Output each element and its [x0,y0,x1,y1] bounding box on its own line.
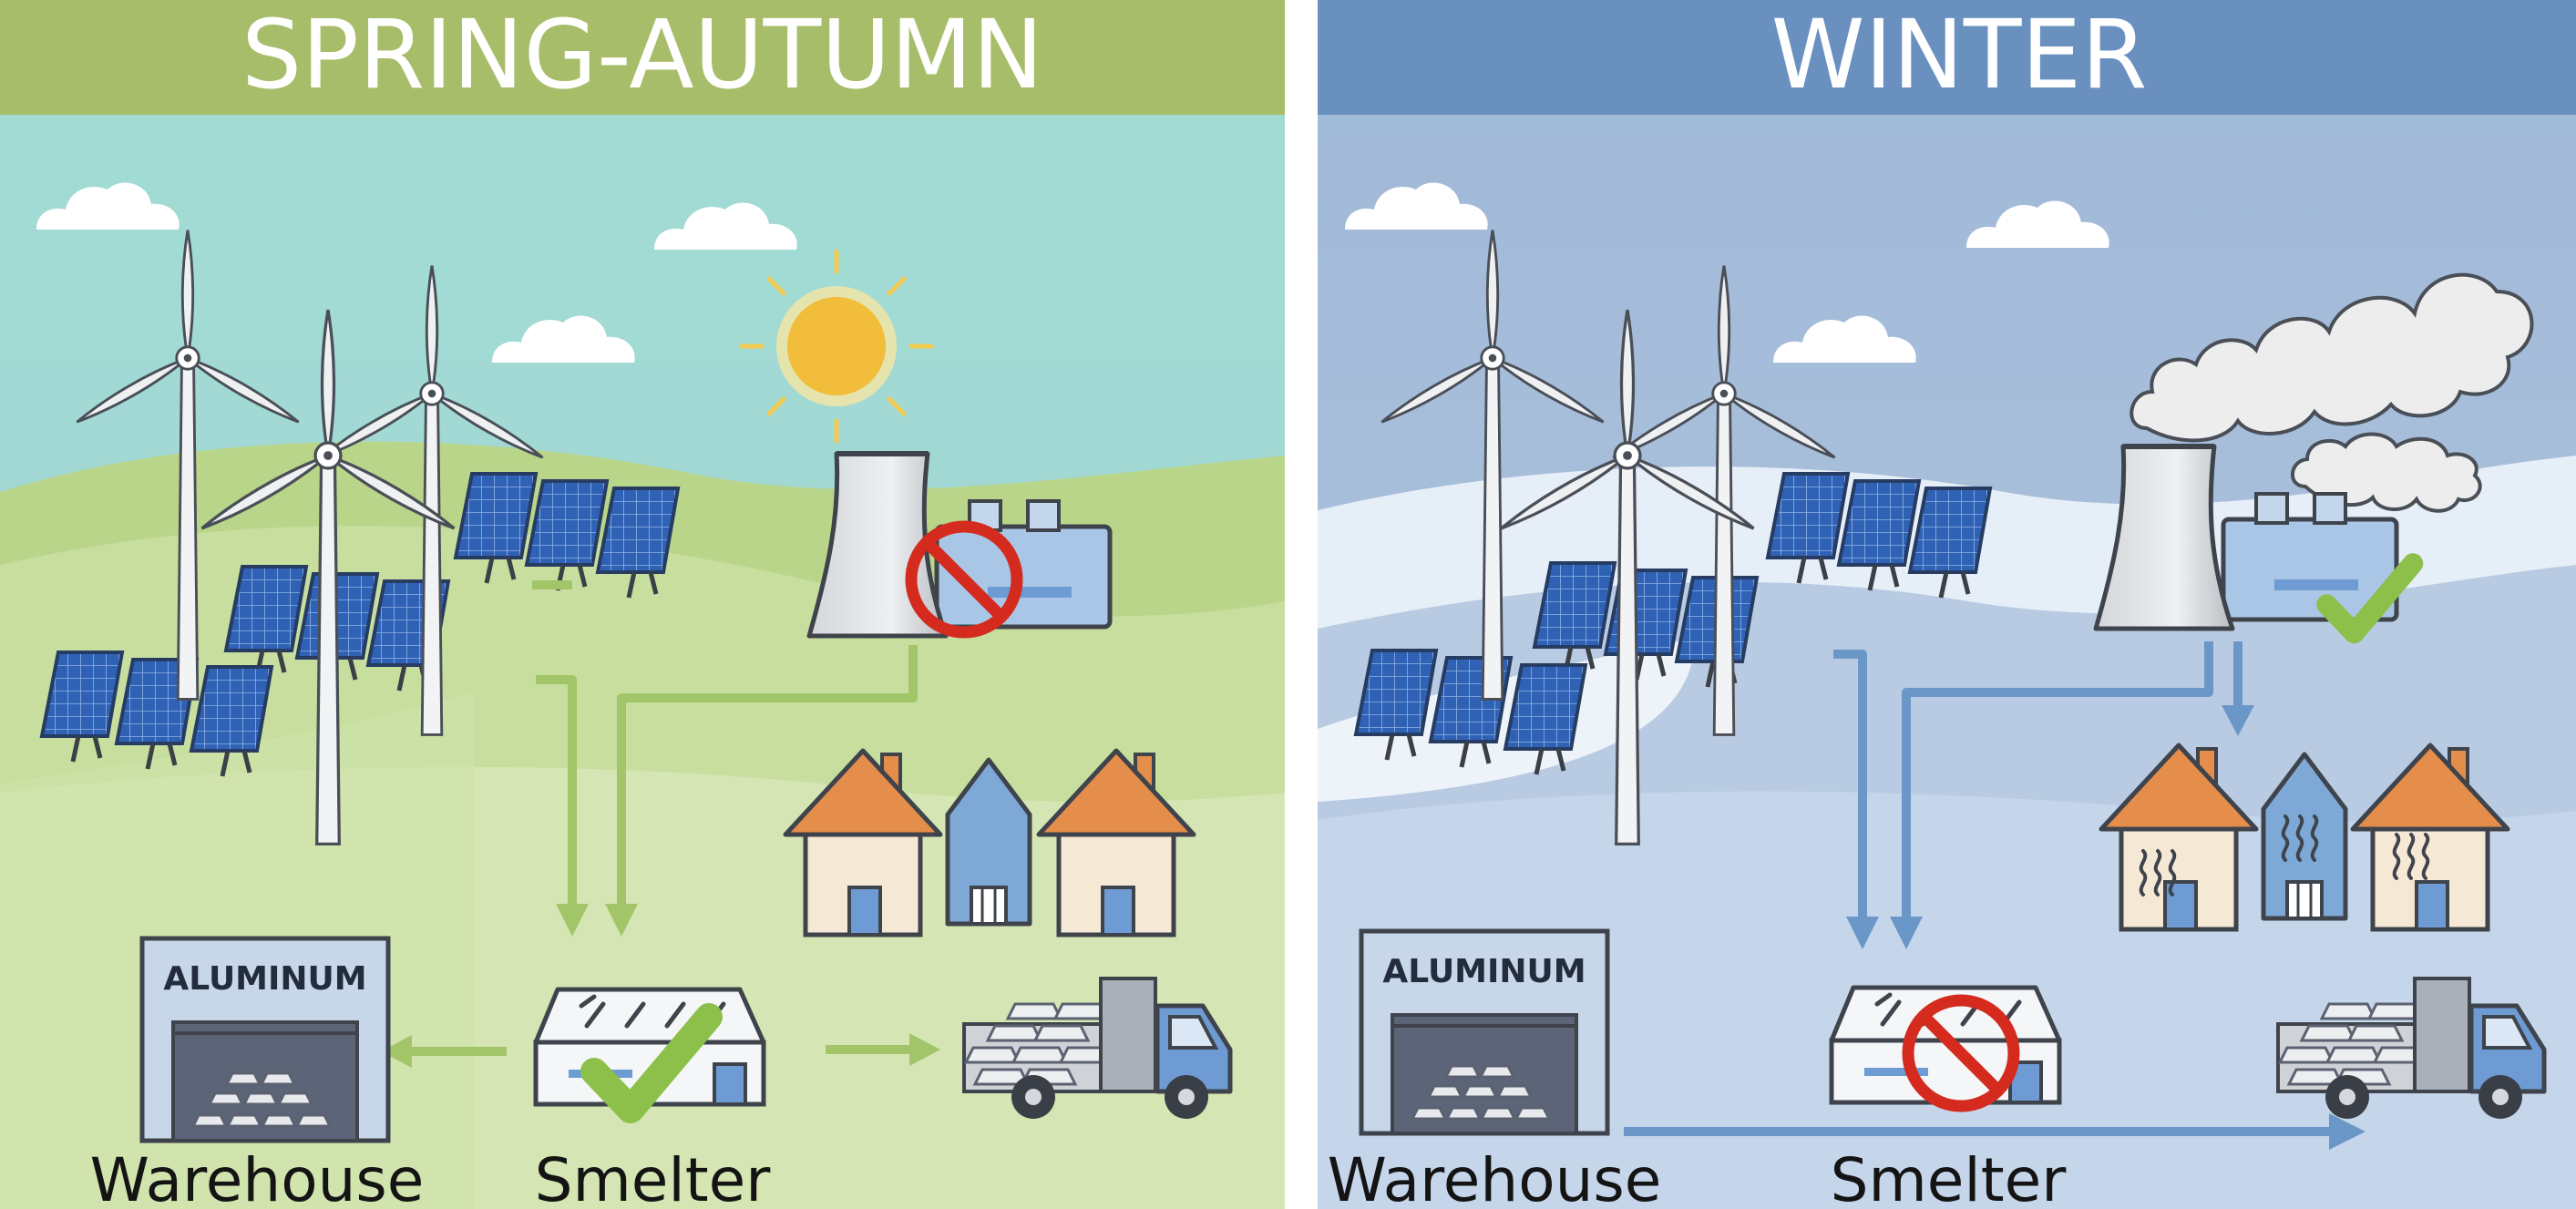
smoke-icon [2130,272,2534,513]
power-flow-arrows [1624,641,2333,1136]
panel-spring-autumn: SPRING-AUTUMN [0,0,1285,1209]
warehouse-sign: ALUMINUM [1382,953,1586,990]
warehouse-label: Warehouse [1328,1145,1662,1209]
arrow-heads [1846,705,2366,1150]
smelter-label: Smelter [1831,1145,2068,1209]
header-bar [0,0,1285,115]
panel-title: WINTER [1771,0,2148,110]
header-bar [1318,0,2576,115]
sun-icon [739,249,934,444]
warehouse-label: Warehouse [90,1145,425,1209]
panel-title: SPRING-AUTUMN [241,0,1043,110]
smelter-label: Smelter [535,1145,772,1209]
arrow-heads [381,904,940,1068]
panel-divider [1285,0,1318,1209]
power-flow-arrows [410,580,918,1056]
warehouse-sign: ALUMINUM [163,960,366,998]
panel-winter: WINTER [1318,0,2576,1209]
